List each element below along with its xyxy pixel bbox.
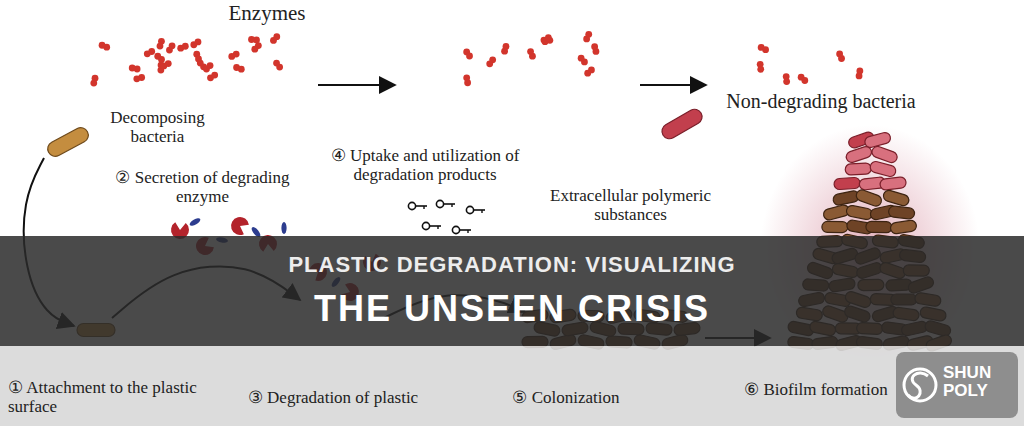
degradation-product xyxy=(466,206,485,213)
enzyme-dot xyxy=(273,60,283,71)
title-banner: PLASTIC DEGRADATION: VISUALIZING THE UNSE… xyxy=(0,236,1024,346)
bacterium xyxy=(659,107,705,142)
step-label: ② Secretion of degrading enzyme xyxy=(95,168,310,206)
step-label: ⑥ Biofilm formation xyxy=(740,380,892,399)
step-label: ④ Uptake and utilization of degradation … xyxy=(315,146,535,184)
polymer-fragment xyxy=(281,222,286,234)
enzyme-dot xyxy=(527,48,536,59)
step-label: ⑤ Colonization xyxy=(486,388,646,407)
heading-label: Enzymes xyxy=(212,2,322,26)
process-arrow xyxy=(640,84,706,86)
bacterium xyxy=(832,190,860,206)
enzyme-dot xyxy=(584,66,595,76)
enzyme-dot xyxy=(856,68,864,80)
bacterium xyxy=(846,205,874,221)
enzyme-dot xyxy=(251,42,261,52)
logo-patch xyxy=(896,352,1018,418)
bacterium xyxy=(822,221,848,232)
enzyme-dot xyxy=(578,55,588,66)
enzyme-dot xyxy=(90,75,98,87)
part-label: Decomposing bacteria xyxy=(95,108,220,146)
part-label: Extracellular polymeric substances xyxy=(538,186,723,224)
enzyme-dot xyxy=(177,43,188,52)
enzyme-dot xyxy=(591,43,599,55)
bacterium xyxy=(866,221,892,233)
process-arrow xyxy=(318,84,395,86)
enzyme-dot xyxy=(583,31,592,42)
polymer-fragment xyxy=(189,217,202,228)
step-label: ① Attachment to the plastic surface xyxy=(8,378,208,416)
enzyme-dot xyxy=(463,74,471,86)
enzyme-dot xyxy=(190,39,201,49)
bacterium xyxy=(855,188,883,207)
banner-subtitle: PLASTIC DEGRADATION: VISUALIZING xyxy=(288,252,735,278)
enzyme-dot xyxy=(836,50,845,61)
enzyme-dot xyxy=(233,64,245,72)
bacterium xyxy=(882,189,910,207)
enzyme-dot xyxy=(270,33,280,44)
enzyme-dot xyxy=(207,72,218,82)
enzyme-dot xyxy=(758,44,769,53)
enzyme-dot xyxy=(133,74,145,82)
banner-title: THE UNSEEN CRISIS xyxy=(314,287,710,330)
enzyme-dot xyxy=(193,51,202,62)
enzyme-dot xyxy=(157,38,165,50)
enzyme-dot xyxy=(486,56,496,67)
degradation-product xyxy=(452,226,471,233)
enzyme-dot xyxy=(783,73,790,85)
enzyme-dot xyxy=(99,42,110,51)
degradation-product xyxy=(408,202,427,209)
bacterium xyxy=(888,206,915,220)
logo-icon xyxy=(904,369,936,401)
degrading-enzyme xyxy=(231,217,249,235)
enzyme-dot xyxy=(798,74,808,84)
enzyme-dot xyxy=(129,65,141,73)
enzyme-dot xyxy=(757,61,764,73)
degradation-product xyxy=(436,200,455,207)
watermark: SHUN POLY xyxy=(943,364,1015,400)
enzyme-dot xyxy=(203,62,213,72)
enzyme-dot xyxy=(501,43,509,55)
part-label: Non-degrading bacteria xyxy=(716,90,926,112)
bacterium xyxy=(880,177,907,191)
logo-icon xyxy=(908,373,928,398)
bacterium xyxy=(845,145,873,164)
bacterium xyxy=(845,163,872,175)
degradation-product xyxy=(422,222,441,229)
caption-strip xyxy=(0,346,1024,426)
enzyme-dot xyxy=(463,48,473,59)
bacterium xyxy=(45,125,91,159)
bacterium xyxy=(834,177,861,190)
enzyme-dot xyxy=(154,53,165,63)
bacterium xyxy=(869,160,897,177)
bacterium xyxy=(890,220,917,235)
enzyme-dot xyxy=(228,51,239,60)
enzyme-dot xyxy=(248,36,260,43)
step-label: ③ Degradation of plastic xyxy=(228,388,438,407)
enzyme-dot xyxy=(166,42,175,53)
enzyme-dot xyxy=(144,48,155,57)
enzyme-dot xyxy=(541,34,552,43)
